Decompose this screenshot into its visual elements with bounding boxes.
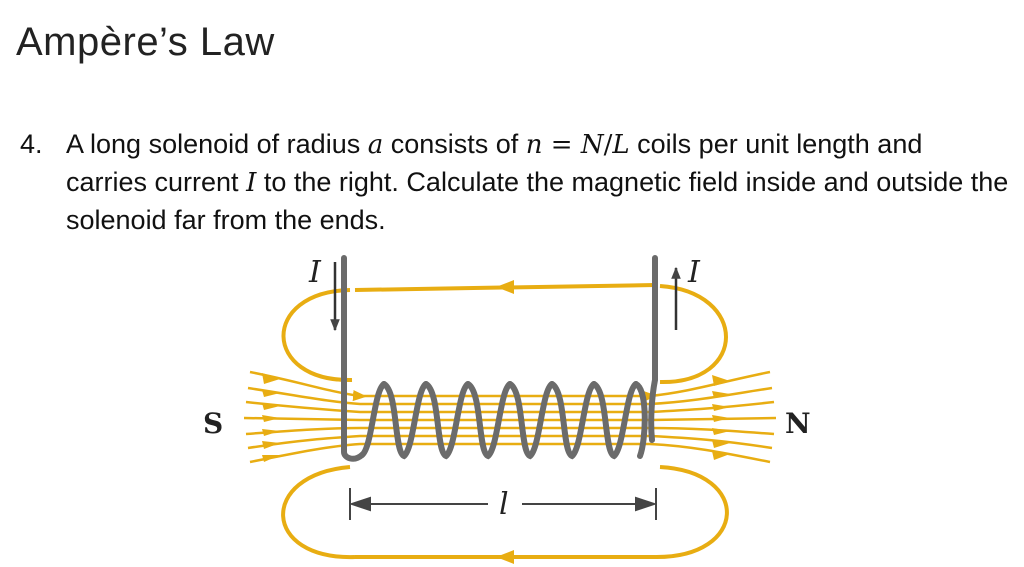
var-n: n [525, 130, 543, 160]
field-line-arrowheads [262, 373, 730, 462]
var-a: a [367, 130, 384, 160]
problem-text-4: to the right. Calculate the magnetic fie… [66, 167, 1009, 235]
equals-sign: = [542, 130, 581, 160]
var-N: N [580, 130, 604, 160]
length-label: l [499, 487, 509, 522]
lead-wire-right [648, 255, 658, 443]
problem-text-3: coils per unit length and carries curren… [66, 129, 923, 197]
slash: / [603, 130, 613, 160]
current-arrows [330, 262, 681, 332]
slide-title: Ampère’s Law [16, 20, 275, 64]
lower-return-loop [281, 465, 356, 560]
problem-text-2: consists of [383, 129, 526, 159]
pole-south-label: S [203, 407, 223, 440]
problem-number: 4. [20, 129, 43, 159]
return-loop-arrows [496, 280, 514, 564]
current-label-right: I [687, 255, 701, 290]
solenoid-coil [341, 255, 658, 462]
pole-north-label: N [785, 407, 811, 440]
problem-text-1: A long solenoid of radius [66, 129, 368, 159]
upper-loop-arrow [496, 280, 514, 294]
lead-wire-left [341, 255, 365, 462]
current-label-left: I [308, 255, 322, 290]
var-L: L [612, 130, 630, 160]
length-dimension [348, 488, 658, 520]
lower-loop-arrow [496, 550, 514, 564]
problem-text: A long solenoid of radius a consists of … [66, 126, 1010, 239]
upper-return-loop [281, 288, 353, 383]
var-I: I [246, 168, 257, 198]
problem-statement: 4. A long solenoid of radius a consists … [20, 126, 1010, 239]
